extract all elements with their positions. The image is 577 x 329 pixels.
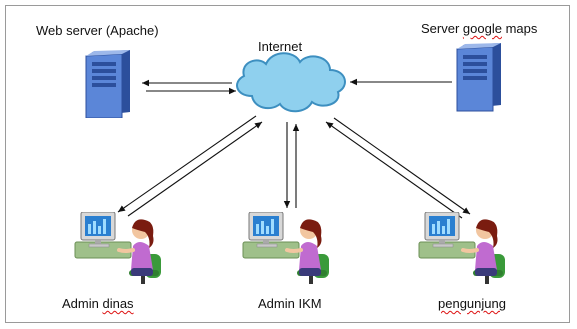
arrow-pengunjung-to-internet (325, 121, 463, 219)
connection-arrows (117, 78, 471, 219)
arrow-internet-to-admin-dinas (117, 115, 257, 213)
google-server-label-prefix: Server (421, 21, 463, 36)
admin-dinas-label: Admin dinas (62, 296, 134, 311)
google-server-label: Server google maps (421, 21, 537, 36)
pengunjung-label: pengunjung (438, 296, 506, 311)
google-server-label-marked: google (462, 21, 502, 36)
cloud-icon (236, 52, 346, 113)
diagram-frame (5, 5, 570, 323)
internet-label: Internet (258, 39, 303, 54)
admin-dinas-label-marked: dinas (102, 296, 134, 311)
pengunjung-label-marked: pengunjung (438, 296, 506, 311)
arrow-admin-dinas-to-internet (127, 121, 263, 217)
admin-ikm-label: Admin IKM (258, 296, 322, 311)
google-server-label-suffix: maps (501, 21, 538, 36)
admin-dinas-label-prefix: Admin (62, 296, 103, 311)
arrow-internet-to-pengunjung (333, 117, 471, 215)
web-server-label: Web server (Apache) (36, 23, 159, 38)
